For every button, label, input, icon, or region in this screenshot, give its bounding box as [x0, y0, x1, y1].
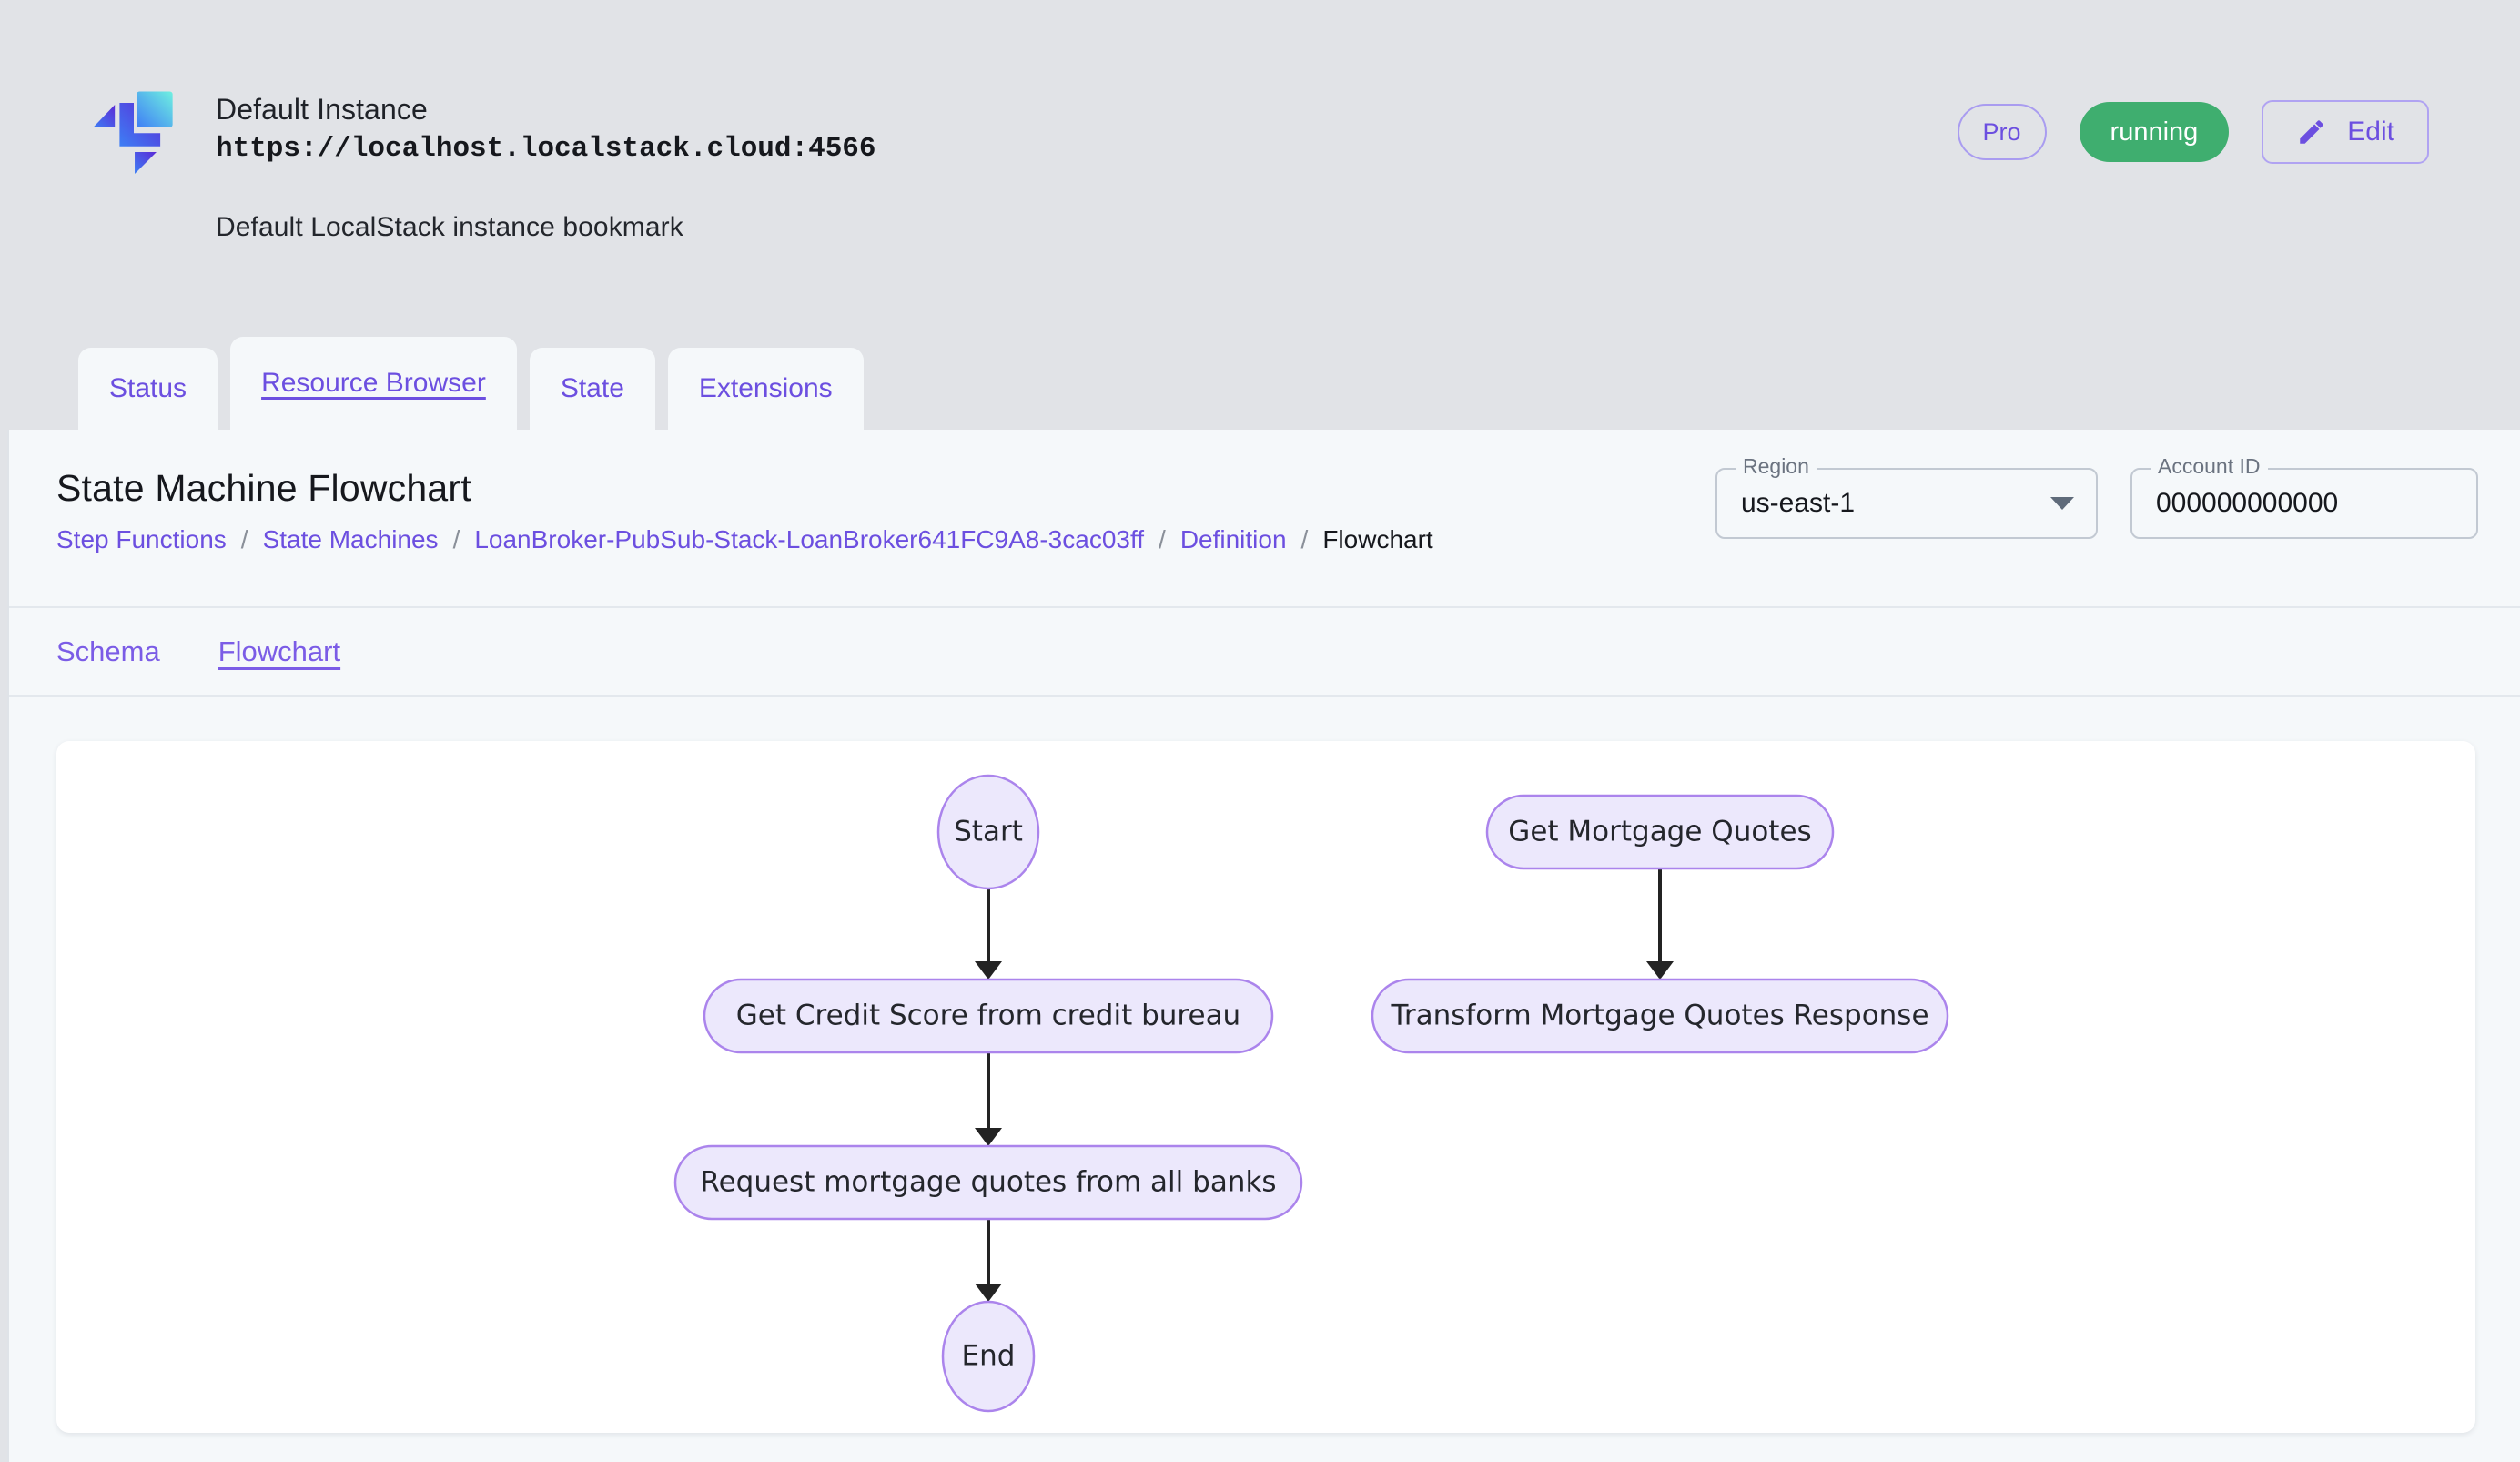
edit-button[interactable]: Edit	[2262, 100, 2429, 164]
flowchart-edge-layer	[975, 868, 1674, 1302]
pencil-icon	[2296, 117, 2327, 147]
tab-state[interactable]: State	[530, 348, 655, 430]
chevron-down-icon	[2050, 497, 2074, 510]
breadcrumb-item-step-functions[interactable]: Step Functions	[56, 523, 227, 556]
tab-status[interactable]: Status	[78, 348, 218, 430]
subtab-schema[interactable]: Schema	[56, 635, 160, 668]
subtab-flowchart[interactable]: Flowchart	[218, 635, 340, 668]
account-id-input[interactable]: Account ID 000000000000	[2130, 468, 2478, 539]
tab-resource-browser-label: Resource Browser	[261, 368, 486, 399]
node-label: Request mortgage quotes from all banks	[700, 1166, 1276, 1199]
flowchart-node-layer: StartGet Credit Score from credit bureau…	[675, 776, 1948, 1411]
node-label: Get Mortgage Quotes	[1508, 816, 1811, 848]
edge-arrowhead	[975, 1128, 1002, 1146]
account-id-value: 000000000000	[2156, 488, 2338, 519]
instance-description: Default LocalStack instance bookmark	[216, 212, 876, 243]
breadcrumb-item-flowchart: Flowchart	[1322, 523, 1432, 556]
breadcrumb-item-state-machine-name[interactable]: LoanBroker-PubSub-Stack-LoanBroker641FC9…	[474, 523, 1144, 556]
flowchart-card: StartGet Credit Score from credit bureau…	[56, 741, 2475, 1433]
flowchart-edge	[975, 888, 1002, 980]
localstack-logo-icon	[86, 80, 181, 175]
edge-arrowhead	[975, 1284, 1002, 1302]
flowchart-node-request[interactable]: Request mortgage quotes from all banks	[675, 1146, 1301, 1219]
pro-badge[interactable]: Pro	[1958, 104, 2047, 160]
breadcrumb-item-state-machines[interactable]: State Machines	[263, 523, 439, 556]
flowchart-edge	[1646, 868, 1674, 980]
instance-url: https://localhost.localstack.cloud:4566	[216, 131, 876, 168]
tab-resource-browser[interactable]: Resource Browser	[230, 337, 517, 430]
breadcrumb-separator: /	[241, 523, 248, 556]
flowchart-node-transform[interactable]: Transform Mortgage Quotes Response	[1372, 980, 1948, 1052]
flowchart-node-credit[interactable]: Get Credit Score from credit bureau	[704, 980, 1272, 1052]
node-label: Start	[954, 816, 1023, 848]
flowchart-node-end[interactable]: End	[943, 1302, 1034, 1411]
tab-status-label: Status	[109, 373, 187, 404]
edge-arrowhead	[975, 961, 1002, 980]
region-label: Region	[1736, 456, 1817, 477]
node-label: Transform Mortgage Quotes Response	[1390, 1000, 1928, 1032]
tab-state-label: State	[561, 373, 624, 404]
flowchart-edge	[975, 1219, 1002, 1302]
breadcrumb-item-definition[interactable]: Definition	[1180, 523, 1287, 556]
tab-extensions-label: Extensions	[699, 373, 833, 404]
instance-name: Default Instance	[216, 91, 876, 127]
header-actions: Pro running Edit	[1958, 100, 2429, 164]
node-label: End	[962, 1340, 1016, 1373]
node-label: Get Credit Score from credit bureau	[736, 1000, 1240, 1032]
edit-button-label: Edit	[2347, 117, 2394, 147]
secondary-tab-bar: Schema Flowchart	[9, 608, 2520, 697]
status-badge[interactable]: running	[2080, 102, 2230, 162]
state-machine-flowchart[interactable]: StartGet Credit Score from credit bureau…	[56, 741, 2475, 1433]
account-id-label: Account ID	[2151, 456, 2268, 477]
content-panel: State Machine Flowchart Step Functions /…	[7, 430, 2520, 1462]
flowchart-node-start[interactable]: Start	[938, 776, 1038, 888]
breadcrumb-separator: /	[1159, 523, 1166, 556]
breadcrumb-separator: /	[453, 523, 460, 556]
flowchart-node-getquotes[interactable]: Get Mortgage Quotes	[1487, 796, 1833, 868]
primary-tab-bar: Status Resource Browser State Extensions	[0, 337, 2520, 430]
region-value: us-east-1	[1741, 488, 1855, 519]
flowchart-edge	[975, 1052, 1002, 1146]
header-fields: Region us-east-1 Account ID 000000000000	[1715, 468, 2478, 539]
region-select[interactable]: Region us-east-1	[1715, 468, 2098, 539]
edge-arrowhead	[1646, 961, 1674, 980]
breadcrumb-separator: /	[1301, 523, 1309, 556]
app-header: Default Instance https://localhost.local…	[0, 0, 2520, 430]
tab-extensions[interactable]: Extensions	[668, 348, 864, 430]
instance-block: Default Instance https://localhost.local…	[86, 80, 876, 243]
page-header: State Machine Flowchart Step Functions /…	[9, 430, 2520, 608]
